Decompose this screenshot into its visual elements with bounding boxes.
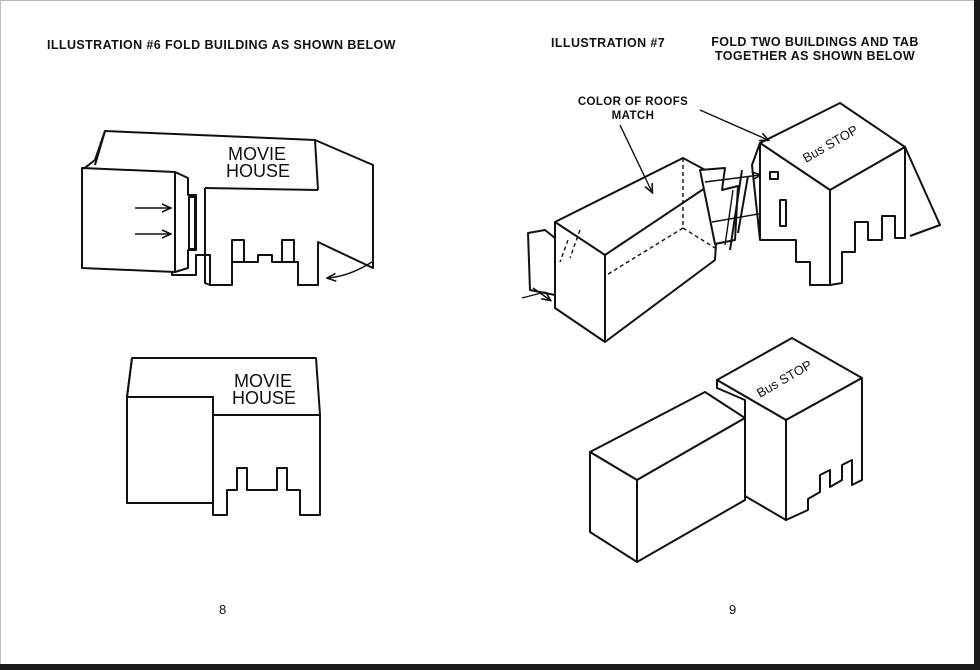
illustration-7-heading: ILLUSTRATION #7: [551, 36, 666, 50]
illustration-6-heading: ILLUSTRATION #6 FOLD BUILDING AS SHOWN B…: [47, 38, 396, 52]
instruction-line-1: FOLD TWO BUILDINGS AND TAB: [711, 35, 919, 49]
movie-house-sign-bottom-2: HOUSE: [232, 388, 296, 408]
illustration-7-instructions: FOLD TWO BUILDINGS AND TAB TOGETHER AS S…: [700, 35, 930, 63]
page-number-right: 9: [729, 602, 737, 617]
two-buildings-unfolded-diagram: Bus STOP: [521, 102, 941, 343]
callout-line-1: COLOR OF ROOFS: [577, 96, 689, 108]
movie-house-sign-bottom-1: MOVIE: [234, 371, 292, 391]
two-buildings-folded-diagram: Bus STOP: [589, 337, 863, 563]
movie-house-folded-diagram: MOVIE HOUSE: [126, 357, 321, 516]
callout-line-2: MATCH: [611, 110, 655, 122]
roof-color-callout: COLOR OF ROOFS MATCH: [568, 95, 698, 123]
instruction-line-2: TOGETHER AS SHOWN BELOW: [714, 49, 916, 63]
movie-house-sign-top-2: HOUSE: [226, 161, 290, 181]
page-number-left: 8: [219, 602, 227, 617]
movie-house-unfolded-diagram: MOVIE HOUSE: [81, 130, 374, 286]
movie-house-sign-top-1: MOVIE: [228, 144, 286, 164]
